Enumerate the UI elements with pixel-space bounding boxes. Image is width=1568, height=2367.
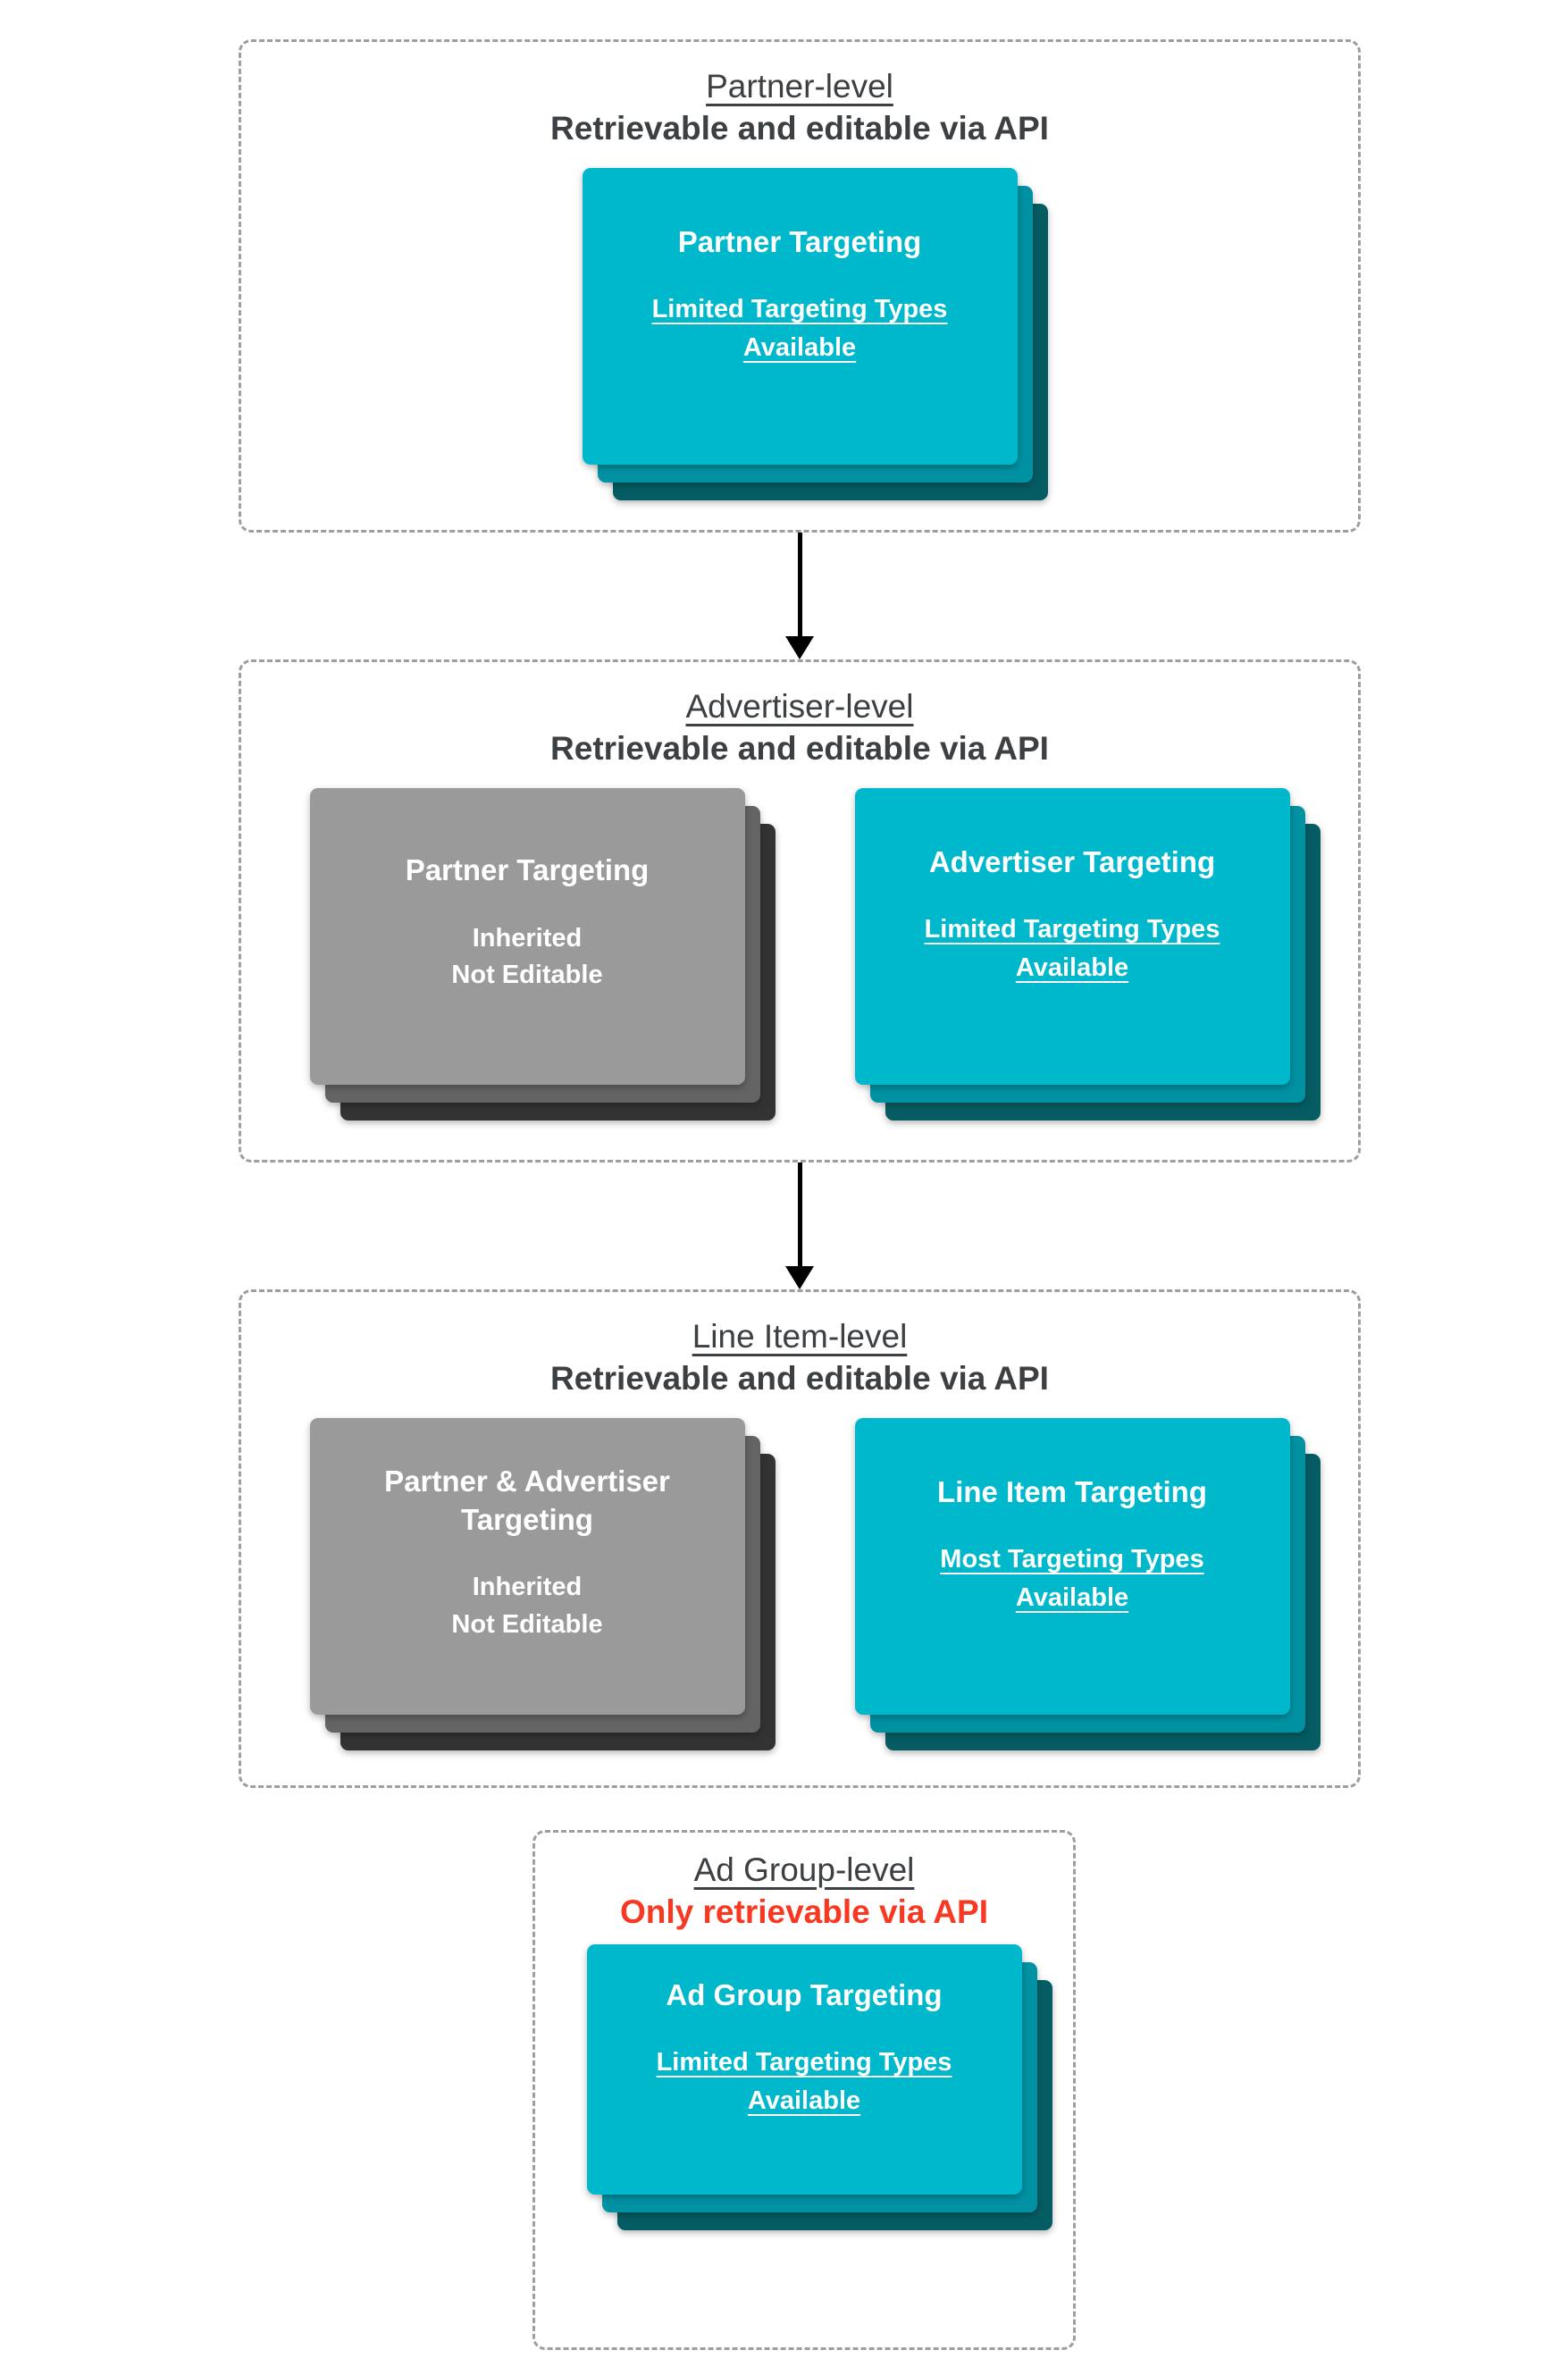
card-status-line: Inherited <box>472 1573 583 1602</box>
card-title: Partner Targeting <box>405 853 650 887</box>
card-partner-targeting: Partner Targeting Limited Targeting Type… <box>582 167 1018 465</box>
card-line-item-targeting: Line Item Targeting Most Targeting Types… <box>854 1417 1290 1715</box>
card-stack-line-item-targeting: Line Item Targeting Most Targeting Types… <box>854 1417 1321 1750</box>
card-title: Partner Targeting <box>677 224 922 258</box>
section-title: Ad Group-level <box>693 1851 915 1888</box>
cards-row: Partner Targeting Limited Targeting Type… <box>582 167 1048 500</box>
card-title: Advertiser Targeting <box>928 844 1216 878</box>
section-line-item-level: Line Item-level Retrievable and editable… <box>239 1289 1361 1788</box>
cards-row: Partner & Advertiser Targeting Inherited… <box>309 1417 1321 1750</box>
section-subtitle: Retrievable and editable via API <box>550 730 1049 768</box>
card-title: Line Item Targeting <box>937 1474 1207 1508</box>
card-stack-ad-group-targeting: Ad Group Targeting Limited Targeting Typ… <box>586 1943 1052 2230</box>
card-title: Partner & Advertiser Targeting <box>384 1464 670 1536</box>
arrow-line <box>797 1163 802 1266</box>
section-title: Advertiser-level <box>685 688 914 725</box>
card-partner-advertiser-targeting-inherited: Partner & Advertiser Targeting Inherited… <box>309 1417 745 1715</box>
section-ad-group-level: Ad Group-level Only retrievable via API … <box>532 1830 1076 2350</box>
card-status-lines: Inherited Not Editable <box>451 920 602 994</box>
card-link-text: Limited Targeting Types Available <box>924 914 1220 983</box>
card-ad-group-targeting: Ad Group Targeting Limited Targeting Typ… <box>586 1943 1022 2195</box>
flow-arrow-down-2 <box>784 1163 815 1289</box>
card-status-lines: Inherited Not Editable <box>451 1569 602 1642</box>
card-stack-advertiser-targeting: Advertiser Targeting Limited Targeting T… <box>854 787 1321 1121</box>
arrow-head <box>785 636 814 659</box>
section-subtitle: Retrievable and editable via API <box>550 110 1049 147</box>
card-link-text: Limited Targeting Types Available <box>651 294 948 363</box>
flow-arrow-down-1 <box>784 533 815 659</box>
card-status-line: Inherited <box>472 923 583 953</box>
section-subtitle-alert: Only retrievable via API <box>620 1893 988 1931</box>
cards-row: Ad Group Targeting Limited Targeting Typ… <box>586 1943 1052 2230</box>
card-advertiser-targeting: Advertiser Targeting Limited Targeting T… <box>854 787 1290 1085</box>
arrow-head <box>785 1266 814 1289</box>
card-status-line: Not Editable <box>451 961 603 990</box>
card-stack-inherited-partner-advertiser-targeting: Partner & Advertiser Targeting Inherited… <box>309 1417 776 1750</box>
card-stack-inherited-partner-targeting: Partner Targeting Inherited Not Editable <box>309 787 776 1121</box>
section-subtitle: Retrievable and editable via API <box>550 1360 1049 1398</box>
card-title: Ad Group Targeting <box>666 1977 943 2011</box>
arrow-line <box>797 533 802 636</box>
card-partner-targeting-inherited: Partner Targeting Inherited Not Editable <box>309 787 745 1085</box>
card-link-text: Most Targeting Types Available <box>940 1544 1204 1613</box>
section-title: Line Item-level <box>692 1318 908 1355</box>
cards-row: Partner Targeting Inherited Not Editable… <box>309 787 1321 1121</box>
section-title: Partner-level <box>706 68 893 105</box>
card-link-text: Limited Targeting Types Available <box>656 2047 952 2116</box>
card-status-line: Not Editable <box>451 1609 603 1639</box>
card-stack-partner-targeting: Partner Targeting Limited Targeting Type… <box>582 167 1048 500</box>
section-advertiser-level: Advertiser-level Retrievable and editabl… <box>239 659 1361 1163</box>
section-partner-level: Partner-level Retrievable and editable v… <box>239 39 1361 533</box>
